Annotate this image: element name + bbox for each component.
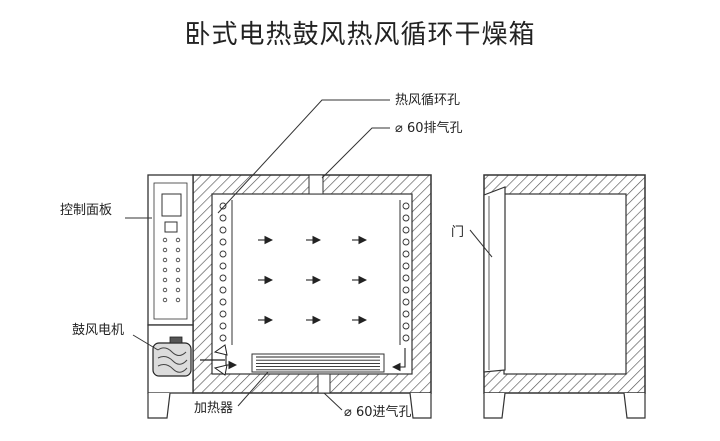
panel-button <box>162 267 168 273</box>
panel-buttons <box>162 237 181 303</box>
duct-hole <box>219 274 227 282</box>
duct-hole <box>402 262 410 270</box>
duct-hole <box>219 298 227 306</box>
duct-hole <box>402 322 410 330</box>
label-circulation-hole: 热风循环孔 <box>395 93 460 108</box>
panel-button <box>175 247 181 253</box>
duct-hole <box>402 298 410 306</box>
leader-heater <box>237 371 269 407</box>
panel-button <box>175 297 181 303</box>
duct-hole <box>219 310 227 318</box>
panel-button <box>175 267 181 273</box>
airflow-arrows <box>258 235 368 325</box>
duct-hole <box>402 202 410 210</box>
duct-hole <box>219 214 227 222</box>
leader-lines <box>125 99 493 411</box>
label-control-panel: 控制面板 <box>60 203 112 218</box>
label-door: 门 <box>451 225 464 240</box>
cabinet-chamber <box>211 193 413 375</box>
heater <box>251 353 385 373</box>
duct-hole <box>219 322 227 330</box>
leader-door <box>469 229 493 258</box>
diagram-title: 卧式电热鼓风热风循环干燥箱 <box>184 20 536 50</box>
duct-hole <box>219 238 227 246</box>
leader-fan-motor <box>132 334 159 351</box>
main-cabinet <box>192 174 432 394</box>
leader-exhaust <box>321 127 390 179</box>
duct-hole <box>402 334 410 342</box>
duct-hole <box>219 262 227 270</box>
small-display <box>164 221 178 233</box>
duct-hole <box>402 274 410 282</box>
label-inlet-hole: ⌀ 60进气孔 <box>344 404 412 420</box>
fan-motor <box>152 336 192 377</box>
duct-hole <box>402 250 410 258</box>
panel-button <box>175 257 181 263</box>
leader-circulation <box>217 99 390 214</box>
duct-hole <box>402 214 410 222</box>
panel-button <box>162 297 168 303</box>
label-exhaust-hole: ⌀ 60排气孔 <box>395 120 463 136</box>
side-chamber <box>503 193 627 375</box>
panel-button <box>162 247 168 253</box>
duct-hole <box>402 286 410 294</box>
duct-hole <box>402 226 410 234</box>
main-cabinet-legs <box>147 392 432 419</box>
side-view-cabinet <box>483 174 646 419</box>
duct-holes <box>219 202 410 342</box>
duct-hole <box>219 250 227 258</box>
panel-button <box>162 287 168 293</box>
display-screen <box>161 193 182 217</box>
panel-button <box>175 277 181 283</box>
door <box>483 186 506 373</box>
duct-hole <box>402 310 410 318</box>
circulation-hole <box>308 174 324 195</box>
leader-inlet <box>323 392 343 411</box>
panel-button <box>175 287 181 293</box>
duct-hole <box>219 226 227 234</box>
label-fan-motor: 鼓风电机 <box>72 323 124 338</box>
duct-hole <box>219 334 227 342</box>
panel-button <box>162 277 168 283</box>
inlet-hole <box>317 373 331 394</box>
duct-hole <box>402 238 410 246</box>
panel-button <box>175 237 181 243</box>
label-heater: 加热器 <box>194 401 233 416</box>
duct-hole <box>219 202 227 210</box>
fan-blades <box>200 344 228 376</box>
panel-button <box>162 237 168 243</box>
control-panel <box>147 174 194 326</box>
panel-button <box>162 257 168 263</box>
duct-hole <box>219 286 227 294</box>
